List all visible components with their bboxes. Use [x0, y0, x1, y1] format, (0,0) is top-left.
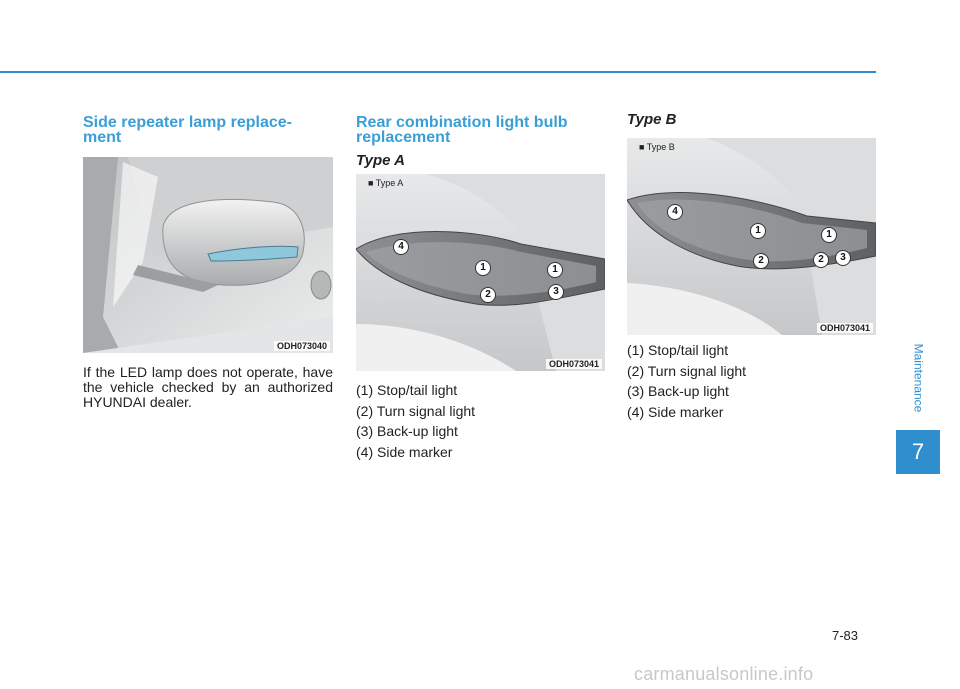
- list-item: (2) Turn signal light: [356, 402, 476, 419]
- subheading-type-a: Type A: [356, 152, 405, 169]
- callout-badge: 1: [547, 262, 563, 278]
- callout-badge: 2: [753, 253, 769, 269]
- callout-badge: 4: [667, 204, 683, 220]
- figure-code: ODH073041: [816, 323, 873, 333]
- side-mirror-drawing: [83, 157, 333, 353]
- type-a-legend: (1) Stop/tail light (2) Turn signal ligh…: [356, 380, 475, 462]
- list-item: (2) Turn signal light: [627, 362, 747, 379]
- list-item: (1) Stop/tail light: [627, 342, 729, 358]
- callout-badge: 4: [393, 239, 409, 255]
- callout-badge: 2: [480, 287, 496, 303]
- list-item: (3) Back-up light: [627, 383, 729, 399]
- figure-tag: ■ Type B: [639, 142, 675, 152]
- figure-code: ODH073040: [273, 341, 330, 351]
- callout-badge: 3: [548, 284, 564, 300]
- watermark: carmanualsonline.info: [634, 664, 814, 684]
- type-b-legend: (1) Stop/tail light (2) Turn signal ligh…: [627, 340, 746, 422]
- top-rule: [0, 71, 876, 73]
- callout-badge: 3: [835, 250, 851, 266]
- callout-badge: 1: [475, 260, 491, 276]
- page-number: 7-83: [832, 628, 859, 643]
- list-item: (4) Side marker: [356, 443, 453, 460]
- subheading-type-b: Type B: [627, 111, 677, 128]
- section-heading-side-repeater: Side repeater lamp replace- ment: [83, 114, 292, 146]
- rear-light-type-a-illustration: ■ Type A ODH073041: [356, 174, 605, 371]
- side-mirror-illustration: ODH073040: [83, 157, 333, 353]
- list-item: (3) Back-up light: [356, 423, 458, 439]
- section-label-text: Maintenance: [911, 343, 925, 413]
- section-heading-rear-combination: Rear combination light bulb replacement: [356, 114, 568, 146]
- list-item: (1) Stop/tail light: [356, 382, 458, 398]
- callout-badge: 1: [750, 223, 766, 239]
- side-repeater-instructions: If the LED lamp does not operate, have t…: [83, 364, 333, 410]
- figure-tag: ■ Type A: [368, 178, 404, 188]
- callout-badge: 1: [821, 227, 837, 243]
- rear-light-type-a-drawing: [356, 174, 605, 371]
- section-label: Maintenance: [896, 340, 940, 416]
- callout-badge: 2: [813, 252, 829, 268]
- chapter-tab: 7: [896, 430, 940, 474]
- list-item: (4) Side marker: [627, 403, 724, 420]
- figure-code: ODH073041: [545, 359, 602, 369]
